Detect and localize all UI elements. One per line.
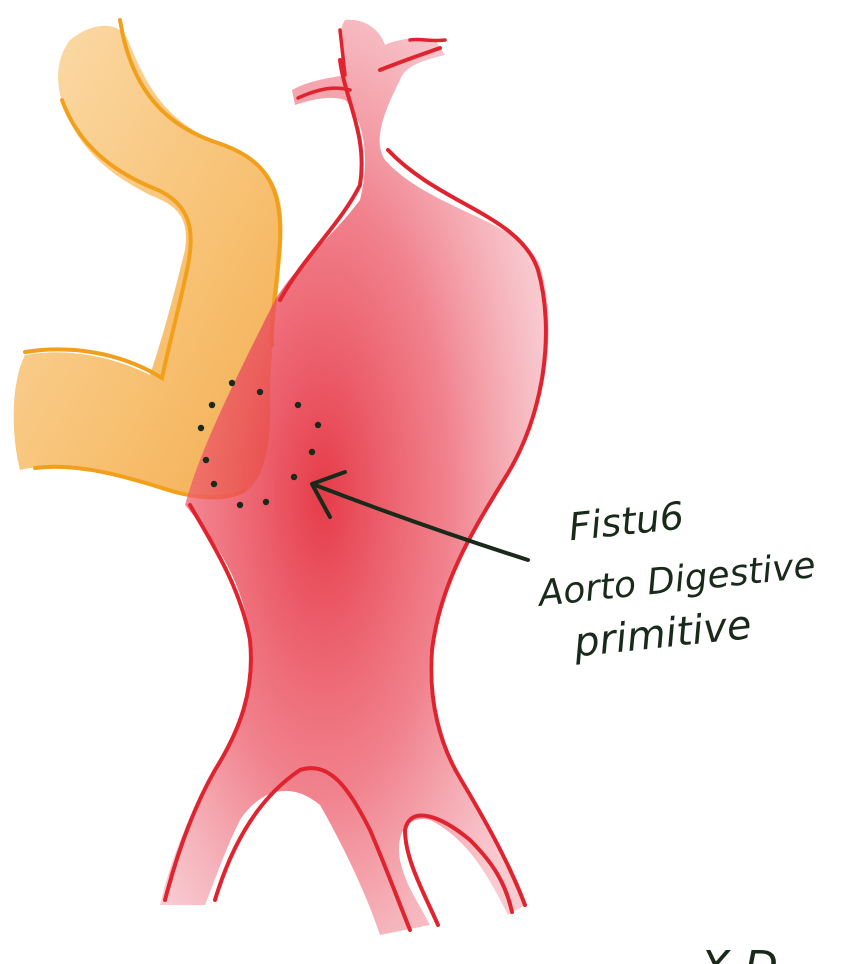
fistula-label: Fistu6 Aorto Digestive primitive [528, 480, 823, 669]
fistula-dot [203, 457, 209, 463]
fistula-dot [198, 425, 204, 431]
label-line-1: Fistu6 [567, 494, 686, 550]
fistula-dot [211, 481, 217, 487]
fistula-dot [315, 422, 321, 428]
fistula-dot [309, 449, 315, 455]
label-line-3: primitive [571, 602, 754, 666]
label-line-2: Aorto Digestive [535, 545, 818, 615]
fistula-dot [295, 402, 301, 408]
fistula-dot [291, 474, 297, 480]
fistula-dot [237, 502, 243, 508]
fistula-dot [229, 380, 235, 386]
fistula-dot [263, 499, 269, 505]
corner-mark: X D [698, 942, 778, 964]
fistula-dot [209, 402, 215, 408]
fistula-dot [257, 389, 263, 395]
